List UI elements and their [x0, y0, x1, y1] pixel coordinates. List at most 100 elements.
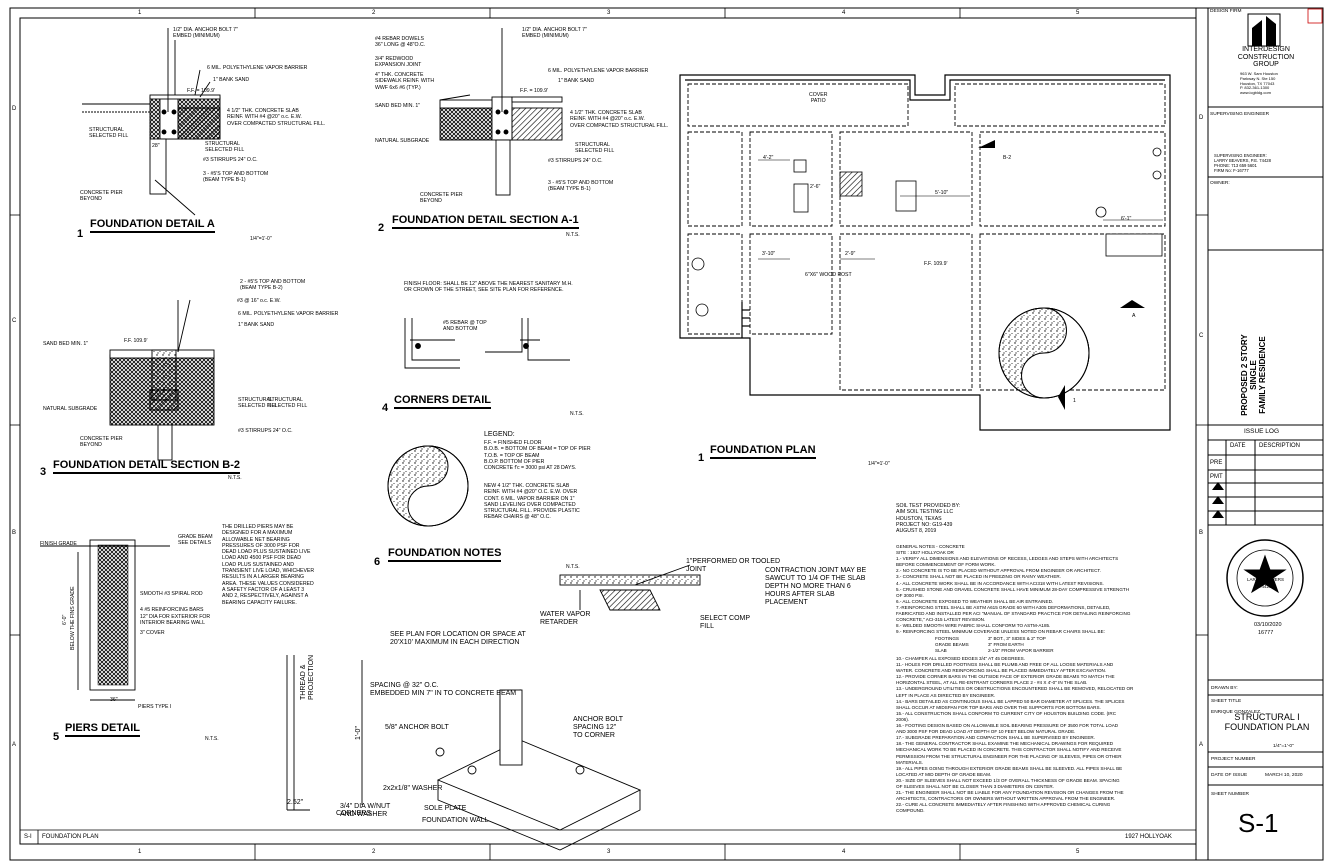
tb-seal-name: LARRY BEAVERS [1247, 577, 1285, 582]
d2-natural-note: NATURAL SUBGRADE [375, 138, 430, 144]
grid-col-1-bottom: 1 [138, 849, 142, 855]
d3-scale: N.T.S. [228, 475, 242, 481]
soil-test: SOIL TEST PROVIDED BY: AIM SOIL TESTING … [896, 503, 961, 535]
grid-col-3: 3 [607, 10, 611, 16]
d6-fill-note: SELECT COMP FILL [700, 615, 751, 630]
d4-scale: N.T.S. [570, 411, 584, 417]
plan-section-b2: B-2 [1003, 155, 1012, 161]
grid-col-5-bottom: 5 [1076, 849, 1080, 855]
legend-body: F.F. = FINISHED FLOOR B.O.B. = BOTTOM OF… [484, 440, 591, 472]
d1-number: 1 [77, 228, 84, 240]
d5-type: PIERS TYPE I [138, 704, 172, 710]
d5-title: PIERS DETAIL [65, 722, 140, 737]
grid-col-4: 4 [842, 10, 846, 16]
tb-drawer: ENRIQUE GONZALEZ, [1211, 710, 1262, 715]
d3-title: FOUNDATION DETAIL SECTION B-2 [53, 459, 240, 474]
d6-contraction-note: CONTRACTION JOINT MAY BE SAWCUT TO 1/4 O… [765, 567, 867, 606]
plan-section-1: 1 [1073, 398, 1076, 404]
d1-bars-note: 3 - #5'S TOP AND BOTTOM (BEAM TYPE B-1) [203, 171, 269, 184]
d6-vapor-note: WATER VAPOR RETARDER [540, 611, 591, 626]
anchor-58-bolt: 5/8" ANCHOR BOLT [385, 724, 449, 731]
d1-title: FOUNDATION DETAIL A [90, 218, 215, 233]
tb-sheet-number: S-1 [1238, 808, 1279, 838]
d1-sand-note: 1" BANK SAND [213, 77, 250, 83]
d2-stir-note: #3 STIRRUPS 24" O.C. [548, 158, 603, 164]
d1-ff-note: F.F. = 109.9' [187, 88, 215, 94]
tb-date-of-issue-label: DATE OF ISSUE [1211, 773, 1248, 778]
d3-ff-note: F.F. 109.9' [124, 338, 148, 344]
tb-date-of-issue: MARCH 10, 2020 [1265, 773, 1303, 778]
d5-bars-note: 4 #5 REINFORCING BARS [140, 607, 204, 613]
d2-sidewalk-note: 4" THK. CONCRETE SIDEWALK REINF. WITH WW… [375, 72, 435, 91]
d3-bars-note: 2 - #5'S TOP AND BOTTOM (BEAM TYPE B-2) [240, 279, 306, 292]
grid-row-c-right: C [1199, 333, 1204, 339]
d4-rebar-note: #5 REBAR @ TOP AND BOTTOM [443, 320, 487, 333]
plan-scale: 1/4"=1'-0" [868, 461, 890, 467]
d3-stirr-note: #3 @ 16" o.c. E.W. [237, 298, 281, 304]
coverage-values: 3" BOT., 3" SIDES & 2" TOP 3" FROM EARTH… [988, 636, 1054, 654]
plan-dim-3: 5'-10" [935, 190, 949, 196]
grid-col-1: 1 [138, 10, 142, 16]
tb-engineer-info: SUPERVISING ENGINEER: LARRY BEAVERS, P.E… [1214, 153, 1271, 173]
d1-scale: 1/4"=1'-0" [250, 236, 272, 242]
tb-sheet-title-label: SHEET TITLE [1211, 699, 1242, 704]
footer-label: FOUNDATION PLAN [42, 834, 99, 840]
d1-fill2-note: STRUCTURAL SELECTED FILL [205, 141, 245, 154]
d2-redwood-note: 3/4" REDWOOD EXPANSION JOINT [375, 56, 422, 69]
plan-title: FOUNDATION PLAN [710, 444, 816, 459]
d5-beam-note: GRADE BEAM SEE DETAILS [178, 534, 213, 547]
tb-firm-name: INTERDESIGN CONSTRUCTION GROUP [1237, 46, 1295, 68]
d3-sand-note: 1" BANK SAND [238, 322, 275, 328]
tb-date-col: DATE [1230, 443, 1246, 449]
grid-row-d: D [12, 106, 17, 112]
d6-joint-note: 1"PERFORMED OR TOOLED JOINT [686, 558, 781, 573]
d5-paragraph: THE DRILLED PIERS MAY BE DESIGNED FOR A … [222, 524, 315, 606]
d1-bolt-note: 1/2" DIA. ANCHOR BOLT 7" EMBED (MINIMUM) [173, 27, 238, 40]
d2-scale: N.T.S. [566, 232, 580, 238]
grid-col-5: 5 [1076, 10, 1080, 16]
plan-dim-5: 3'-10" [762, 251, 776, 257]
grid-col-3-bottom: 3 [607, 849, 611, 855]
tb-drawn-by: DRAWN BY: [1211, 686, 1238, 691]
d3-number: 3 [40, 466, 47, 478]
d2-ff-note: F.F. = 109.9' [520, 88, 548, 94]
d6-title: FOUNDATION NOTES [388, 547, 502, 562]
d1-vapor-note: 6 MIL. POLYETHYLENE VAPOR BARRIER [207, 65, 308, 71]
anchor-spacing-corner: ANCHOR BOLT SPACING 12" TO CORNER [573, 716, 624, 739]
grid-row-c: C [12, 318, 17, 324]
grid-row-a-right: A [1199, 742, 1204, 748]
d3-pier-note: CONCRETE PIER BEYOND [80, 436, 123, 449]
d4-title: CORNERS DETAIL [394, 394, 491, 409]
footer-address: 1927 HOLLYOAK [1125, 834, 1172, 840]
anchor-dim2: 2.52" [287, 799, 304, 806]
tb-seal-number: 74428 [1259, 584, 1272, 589]
d5-grade-note: FINISH GRADE [40, 541, 77, 547]
d4-finish-note: FINISH FLOOR: SHALL BE 12" ABOVE THE NEA… [404, 281, 573, 294]
anchor-foundation-wall: FOUNDATION WALL [422, 817, 489, 824]
anchor-thread: THREAD & PROJECTION [300, 654, 315, 700]
plan-cover-patio: COVER PATIO [809, 92, 828, 105]
tb-seal-date: 03/10/2020 [1254, 622, 1282, 628]
d3-stir-note: #3 STIRRUPS 24" O.C. [238, 428, 293, 434]
plan-dim-6: 2'-9" [845, 251, 856, 257]
tb-firm-address: 963 W. Sam Houston Parkway N. Ste 150 Ho… [1240, 71, 1278, 96]
plan-ff: F.F. 109.9' [924, 261, 948, 267]
d5-dim36: 36" [110, 697, 118, 703]
d3-sandbed-note: SAND BED MIN. 1" [43, 341, 89, 347]
plan-post: 6"X6" WOOD POST [805, 272, 852, 278]
plan-dim-1: 4'-2" [763, 155, 774, 161]
footer-code: S-I [24, 834, 32, 840]
d5-dia-note: 12" DIA FOR EXTERIOR FOR INTERIOR BEARIN… [140, 614, 211, 627]
d2-pier-note: CONCRETE PIER BEYOND [420, 192, 463, 205]
d1-fill-note: STRUCTURAL SELECTED FILL [89, 127, 129, 140]
legend-slab: NEW 4 1/2" THK. CONCRETE SLAB REINF. WIT… [484, 483, 580, 521]
d1-pier-note: CONCRETE PIER BEYOND [80, 190, 123, 203]
tb-pre: PRE [1210, 460, 1223, 466]
anchor-dim: 1'-0" [355, 726, 362, 740]
legend-title: LEGEND: [484, 431, 515, 438]
d3-fill2-note: STRUCTURAL SELECTED FILL [268, 397, 308, 410]
tb-issue-log: ISSUE LOG [1244, 428, 1280, 435]
coverage-labels: FOOTINGS GRADE BEAMS SLAB [935, 636, 969, 654]
d6-scale: N.T.S. [566, 564, 580, 570]
